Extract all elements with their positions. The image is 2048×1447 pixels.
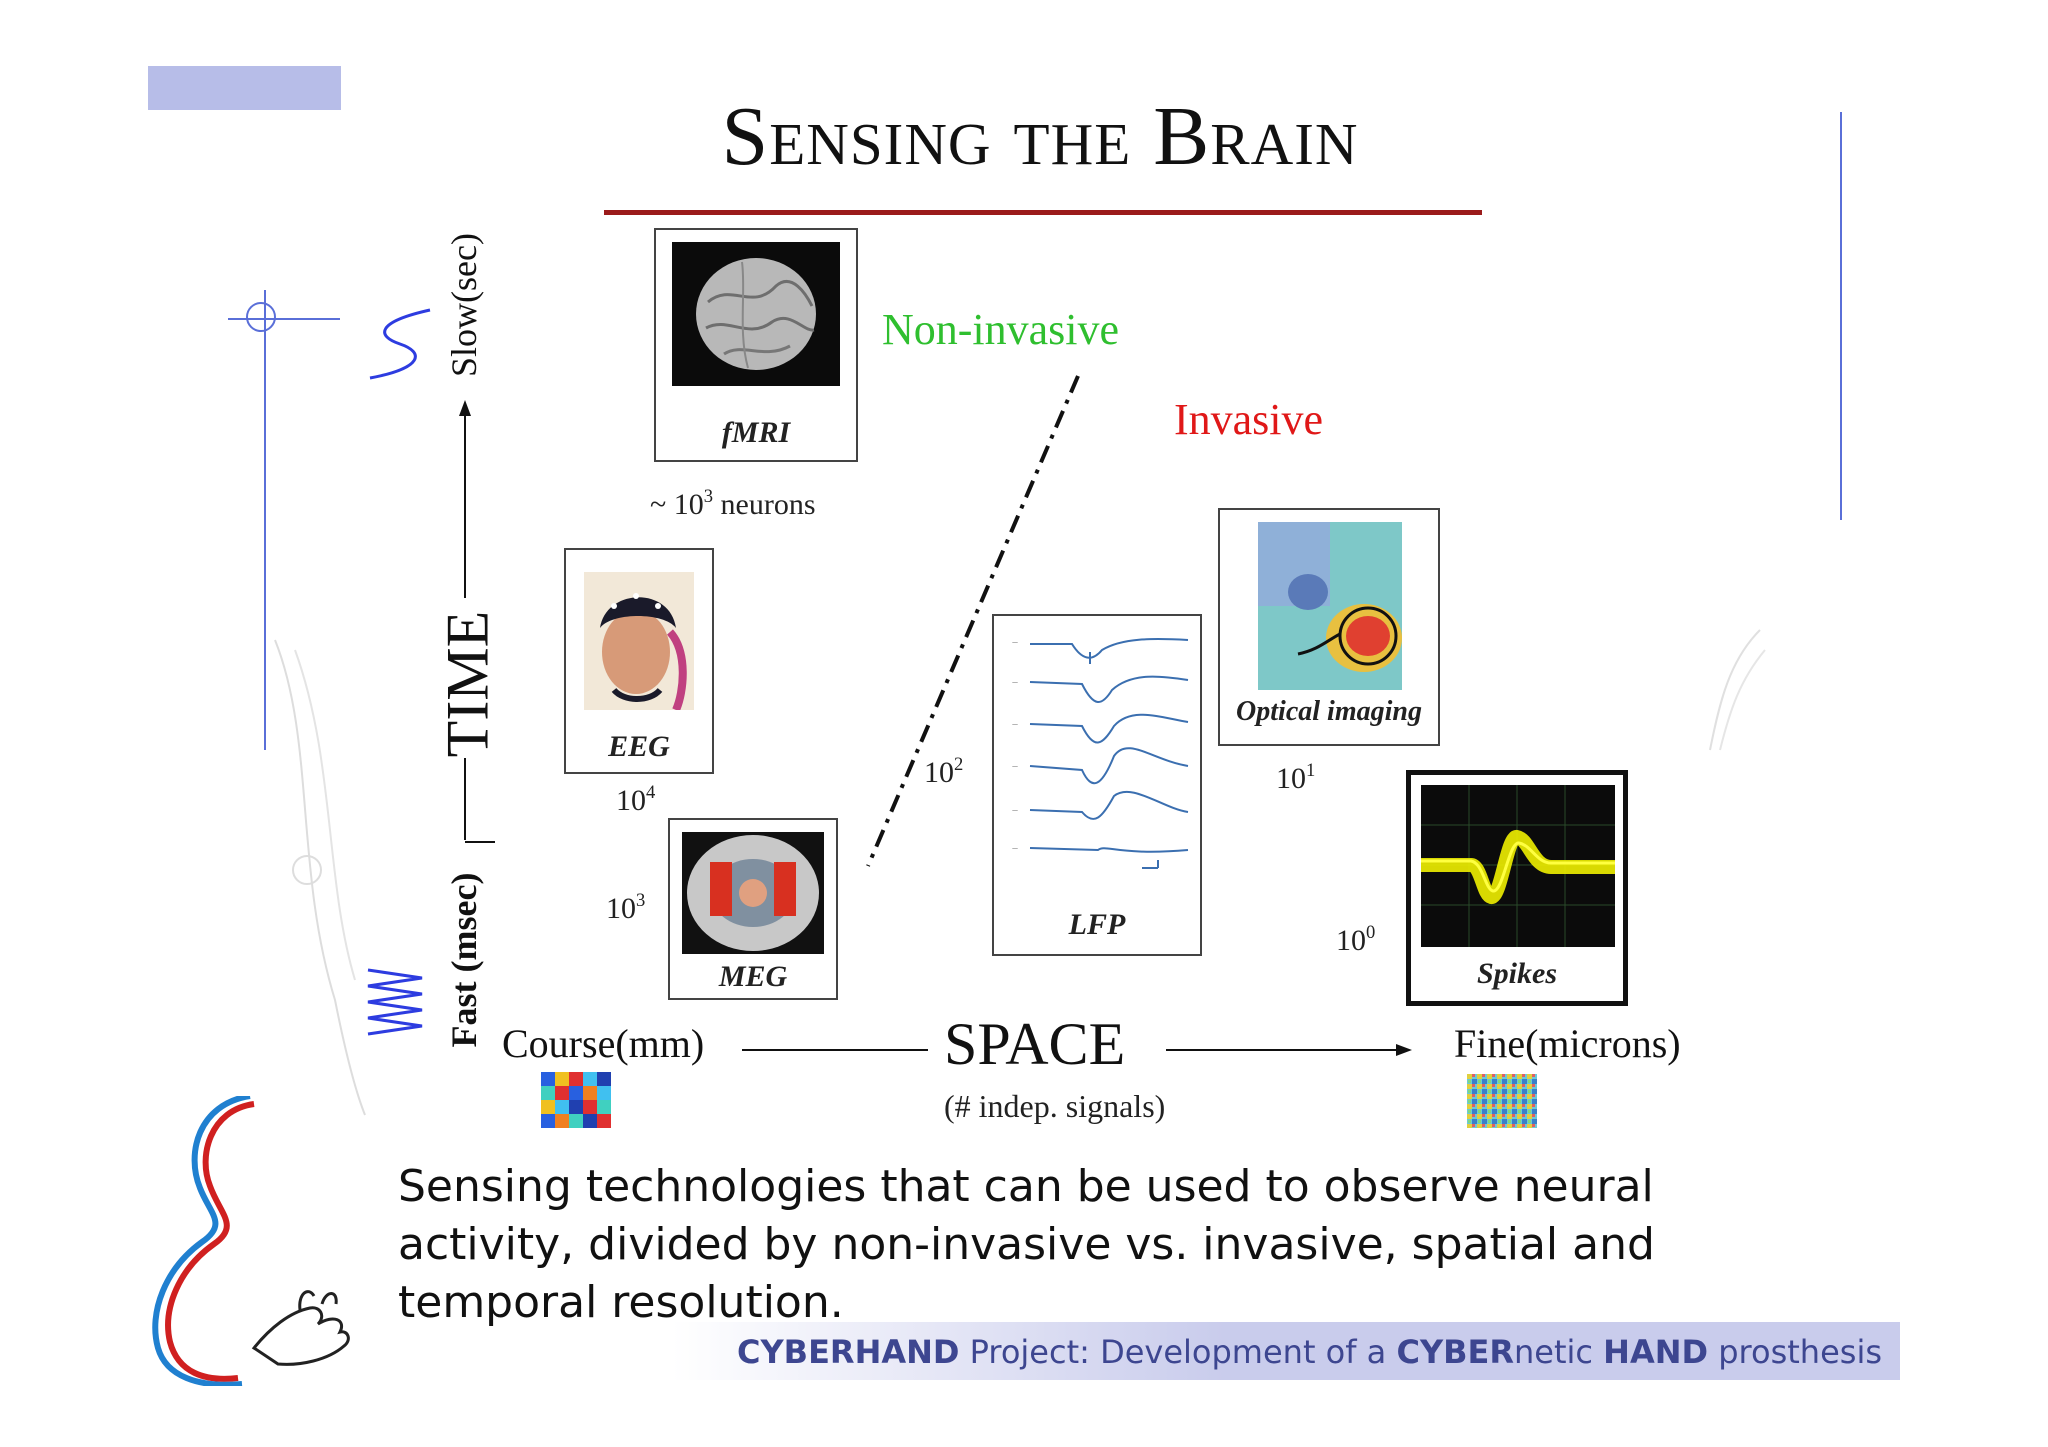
slide-description: Sensing technologies that can be used to… — [398, 1161, 1655, 1328]
eeg-count: 104 — [616, 781, 656, 817]
fine-label: Fine(microns) — [1454, 1021, 1681, 1066]
space-label: SPACE — [944, 1011, 1126, 1077]
spikes-waveform — [1421, 785, 1615, 947]
time-axis-tail — [465, 841, 495, 843]
footer-band — [672, 1322, 1900, 1380]
brain-image — [672, 242, 840, 386]
eeg-caption: EEG — [608, 730, 670, 763]
svg-text:—: — — [1012, 807, 1018, 814]
course-label: Course(mm) — [502, 1021, 705, 1066]
slow-label: Slow(sec) — [444, 233, 484, 377]
svg-text:—: — — [1012, 845, 1018, 852]
meg-photo — [682, 832, 824, 954]
lfp-count: 102 — [924, 753, 964, 789]
eeg-card: EEG — [564, 548, 714, 774]
svg-text:—: — — [1012, 639, 1018, 646]
cyberhand-logo-icon — [152, 1096, 350, 1386]
corner-accent-box — [148, 66, 341, 110]
spikes-caption: Spikes — [1476, 957, 1557, 990]
footer-bold-cyber: CYBER — [1396, 1333, 1514, 1371]
lfp-caption: LFP — [1068, 908, 1126, 941]
meg-count: 103 — [606, 889, 646, 925]
invasive-label: Invasive — [1174, 395, 1324, 444]
non-invasive-label: Non-invasive — [882, 305, 1120, 354]
spikes-card: Spikes — [1406, 770, 1628, 1006]
footer-text-3: prosthesis — [1708, 1333, 1882, 1371]
background-sketch — [274, 639, 366, 1116]
fmri-caption: fMRI — [721, 416, 791, 449]
space-axis-arrow — [742, 1044, 1412, 1056]
optical-imaging-count: 101 — [1276, 759, 1316, 795]
footer-text-2: netic — [1514, 1333, 1604, 1371]
title-rule — [604, 210, 1482, 215]
eeg-photo — [584, 572, 694, 710]
svg-text:—: — — [1012, 679, 1018, 686]
background-sketch-right — [1709, 629, 1766, 751]
space-sub-label: (# indep. signals) — [944, 1088, 1166, 1124]
meg-caption: MEG — [718, 960, 788, 993]
fast-label: Fast (msec) — [444, 872, 484, 1048]
lfp-traces: — — — — — — — [1012, 638, 1189, 869]
fmri-card: fMRI — [654, 228, 858, 462]
left-guide-line — [264, 290, 266, 750]
time-axis-arrow — [459, 400, 471, 840]
crosshair-icon — [246, 302, 276, 332]
fast-wave-icon — [367, 968, 423, 1036]
slide-title: Sensing the Brain — [721, 90, 1359, 183]
coarse-mosaic-icon — [541, 1072, 611, 1128]
invasive-boundary-line — [866, 375, 1080, 867]
fmri-count: ~ 103 neurons — [650, 485, 816, 521]
footer-bold-hand: HAND — [1603, 1333, 1709, 1371]
slow-wave-icon — [369, 308, 431, 380]
footer-brand: CYBERHAND — [737, 1333, 960, 1371]
optical-imaging-caption: Optical imaging — [1236, 696, 1422, 727]
meg-card: MEG — [668, 818, 838, 1000]
optical-imaging-card: Optical imaging — [1218, 508, 1440, 746]
optical-imaging-photo — [1258, 522, 1402, 690]
right-guide-line — [1840, 112, 1842, 520]
top-guide-line — [228, 318, 340, 320]
footer-text-1: Project: Development of a — [959, 1333, 1397, 1371]
svg-text:—: — — [1012, 721, 1018, 728]
lfp-card: — — — — — — LFP — [992, 614, 1202, 956]
spikes-count: 100 — [1336, 921, 1376, 957]
footer-text: CYBERHAND Project: Development of a CYBE… — [672, 1333, 1882, 1371]
fine-mosaic-icon — [1467, 1074, 1537, 1128]
svg-text:—: — — [1012, 763, 1018, 770]
